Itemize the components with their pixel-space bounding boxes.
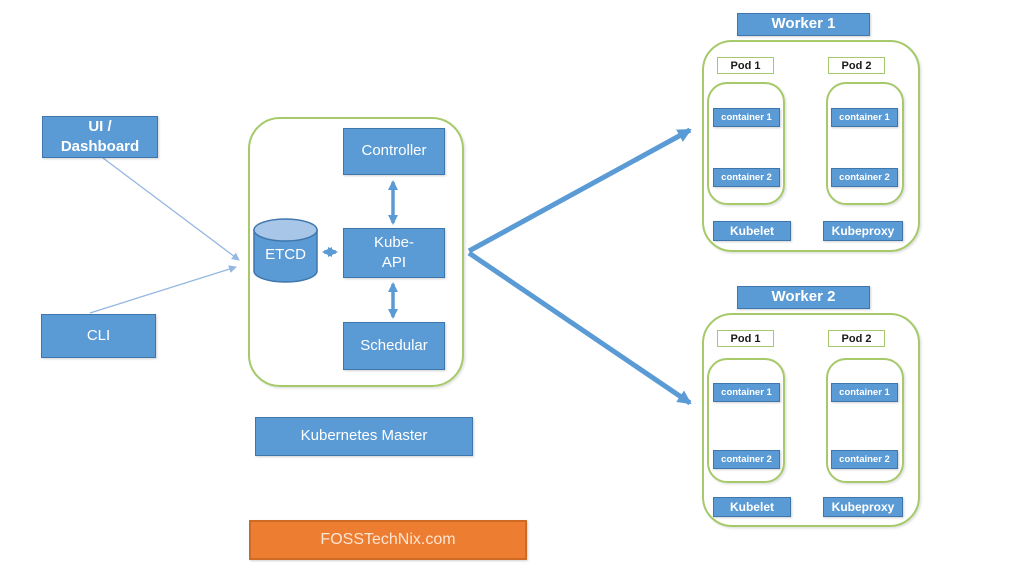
schedular-label: Schedular (360, 336, 428, 354)
kube-api-node: Kube- API (343, 228, 445, 278)
arrow-master-to-worker2 (467, 250, 692, 406)
worker2-title-label: Worker 2 (771, 288, 836, 306)
etcd-label: ETCD (265, 245, 306, 263)
ui-dashboard-node: UI / Dashboard (42, 116, 158, 158)
worker2-pod2-label: Pod 2 (828, 330, 885, 347)
worker2-kubeproxy-node: Kubeproxy (823, 497, 903, 517)
worker2-pod1-container1: container 1 (713, 383, 780, 402)
worker2-pod2-container2: container 2 (831, 450, 898, 469)
arrow-cli-to-master (89, 265, 237, 314)
kubernetes-master-label: Kubernetes Master (300, 427, 428, 445)
worker2-pod1-boundary (707, 358, 785, 483)
brand-banner: FOSSTechNix.com (249, 520, 527, 560)
worker1-pod2-container2: container 2 (831, 168, 898, 187)
kube-api-label-line2: API (381, 254, 407, 271)
cli-node: CLI (41, 314, 156, 358)
cli-label: CLI (86, 326, 111, 344)
worker1-pod1-boundary (707, 82, 785, 205)
worker2-title: Worker 2 (737, 286, 870, 309)
worker1-kubeproxy-node: Kubeproxy (823, 221, 903, 241)
worker1-pod2-container1: container 1 (831, 108, 898, 127)
etcd-node: ETCD (254, 240, 317, 270)
worker1-pod1-container1: container 1 (713, 108, 780, 127)
worker1-kubelet-node: Kubelet (713, 221, 791, 241)
worker2-pod1-label: Pod 1 (717, 330, 774, 347)
ui-dashboard-label-line1: UI / (88, 117, 112, 135)
worker2-boundary (702, 313, 920, 527)
controller-node: Controller (343, 128, 445, 175)
worker1-boundary (702, 40, 920, 252)
ui-dashboard-label-line2: Dashboard (60, 138, 140, 155)
worker1-title-label: Worker 1 (771, 15, 836, 33)
arrow-ui-dashboard-to-master (102, 157, 240, 261)
controller-label: Controller (361, 142, 427, 160)
kubernetes-master-caption: Kubernetes Master (255, 417, 473, 456)
kube-api-label-line1: Kube- (373, 233, 415, 251)
worker1-pod2-boundary (826, 82, 904, 205)
worker2-pod2-container1: container 1 (831, 383, 898, 402)
worker1-pod1-label: Pod 1 (717, 57, 774, 74)
brand-label: FOSSTechNix.com (320, 531, 456, 548)
worker2-kubelet-node: Kubelet (713, 497, 791, 517)
master-boundary (248, 117, 464, 387)
worker1-pod2-label: Pod 2 (828, 57, 885, 74)
worker2-pod2-boundary (826, 358, 904, 483)
worker1-title: Worker 1 (737, 13, 870, 36)
worker2-pod1-container2: container 2 (713, 450, 780, 469)
worker1-pod1-container2: container 2 (713, 168, 780, 187)
arrow-master-to-worker1 (467, 127, 692, 254)
schedular-node: Schedular (343, 322, 445, 370)
